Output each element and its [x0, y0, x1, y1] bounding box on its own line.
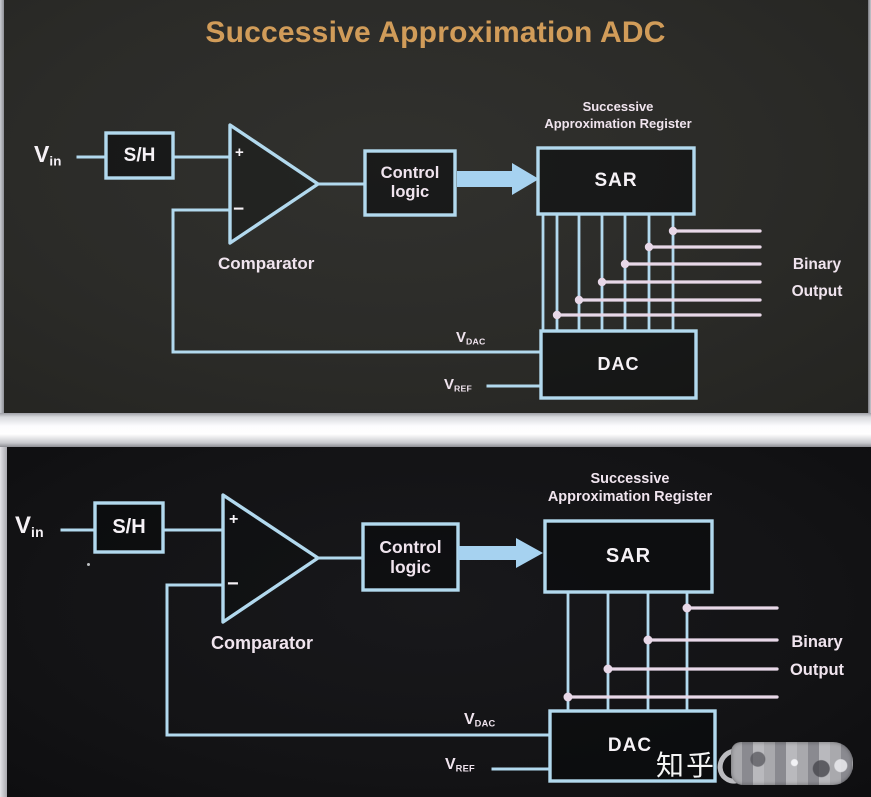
vdac-label: VDAC — [464, 711, 496, 729]
plus-sign: + — [235, 144, 244, 161]
vin-label: Vin — [34, 141, 62, 169]
sh-box — [104, 131, 175, 180]
sh-box-label: S/H — [112, 516, 146, 538]
dac-box — [548, 709, 717, 783]
comparator-label: Comparator — [211, 633, 314, 653]
control-to-sar-arrow — [458, 538, 543, 568]
top-diagram-panel: Successive Approximation ADC Vin S/H + −… — [0, 0, 871, 413]
plus-sign: + — [229, 511, 239, 528]
junction-dot — [643, 635, 653, 645]
slide-title: Successive Approximation ADC — [205, 16, 666, 49]
junction-dot — [597, 277, 607, 287]
control-logic-box — [361, 522, 460, 592]
control-to-sar-arrow — [457, 163, 539, 195]
minus-sign: − — [233, 199, 245, 220]
control-logic-box — [363, 149, 457, 217]
junction-dot — [620, 259, 630, 269]
dac-feedback-wire — [171, 208, 543, 354]
sar-box-label: SAR — [594, 170, 638, 192]
watermark-censored-name — [731, 742, 853, 785]
junction-dot — [603, 664, 613, 674]
dac-box-label: DAC — [607, 735, 653, 757]
junction-dot — [668, 226, 678, 236]
frame-edge-left — [0, 0, 4, 413]
vdac-label: VDAC — [456, 329, 486, 347]
sar-box — [543, 519, 714, 594]
separator-band — [0, 413, 871, 447]
comparator-triangle — [228, 123, 320, 245]
junction-dot — [682, 603, 692, 613]
junction-dot — [574, 295, 584, 305]
comparator-label: Comparator — [218, 254, 315, 273]
vin-label: Vin — [15, 512, 44, 540]
stray-dot — [87, 563, 90, 566]
vref-label: VREF — [445, 756, 475, 774]
junction-dot — [552, 310, 562, 320]
vref-label: VREF — [444, 376, 472, 394]
dac-box-label: DAC — [597, 354, 640, 375]
sar-box — [536, 146, 696, 216]
minus-sign: − — [227, 573, 239, 595]
junction-dot — [644, 242, 654, 252]
comparator-triangle — [221, 493, 320, 624]
frame-edge-left — [0, 447, 7, 797]
watermark-brand: 知乎 — [656, 750, 717, 781]
frame-edge-right — [868, 0, 871, 413]
wire-layer-top — [76, 123, 762, 400]
dac-box — [539, 329, 698, 400]
dac-feedback-wire — [165, 583, 552, 737]
sh-box-label: S/H — [123, 144, 156, 166]
sar-box-label: SAR — [605, 545, 652, 567]
wire-layer-bottom — [60, 493, 779, 783]
junction-dot — [563, 692, 573, 702]
sh-box — [93, 501, 165, 554]
